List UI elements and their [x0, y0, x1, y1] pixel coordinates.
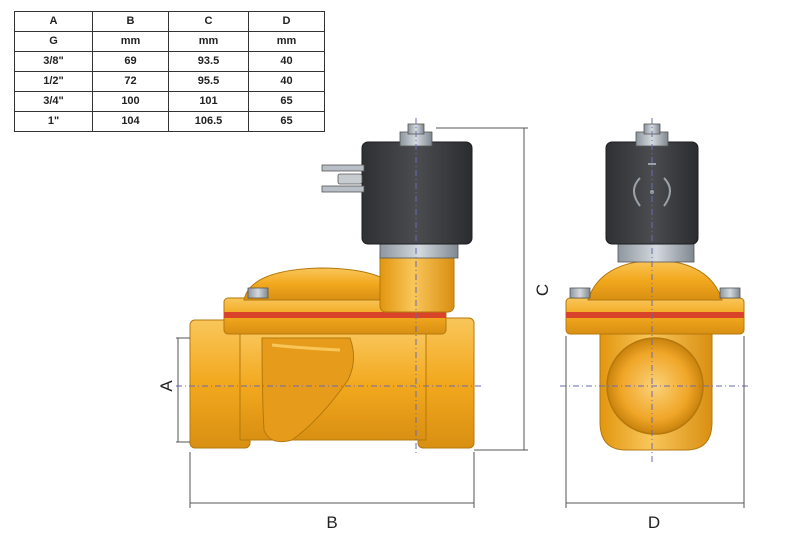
dimension-table: A B C D G mm mm mm 3/8" 69 93.5 40 1/2" …	[14, 11, 325, 132]
dimension-label-a: A	[157, 380, 176, 392]
table-row: 3/4" 100 101 65	[14, 91, 325, 112]
dimension-label-b: B	[326, 513, 337, 532]
table-row: 1/2" 72 95.5 40	[14, 71, 325, 92]
table-cell: 106.5	[168, 111, 249, 132]
table-cell: 69	[92, 51, 169, 72]
dimension-lines	[176, 127, 745, 508]
table-row: 1" 104 106.5 65	[14, 111, 325, 132]
table-cell: 65	[248, 111, 325, 132]
dimension-label-c: C	[533, 284, 552, 296]
valve-front-view	[565, 123, 745, 451]
table-header-row: A B C D	[14, 11, 325, 32]
center-lines	[176, 118, 748, 462]
valve-side-view	[189, 123, 475, 449]
table-cell: 1/2"	[14, 71, 93, 92]
dimension-label-d: D	[648, 513, 660, 532]
